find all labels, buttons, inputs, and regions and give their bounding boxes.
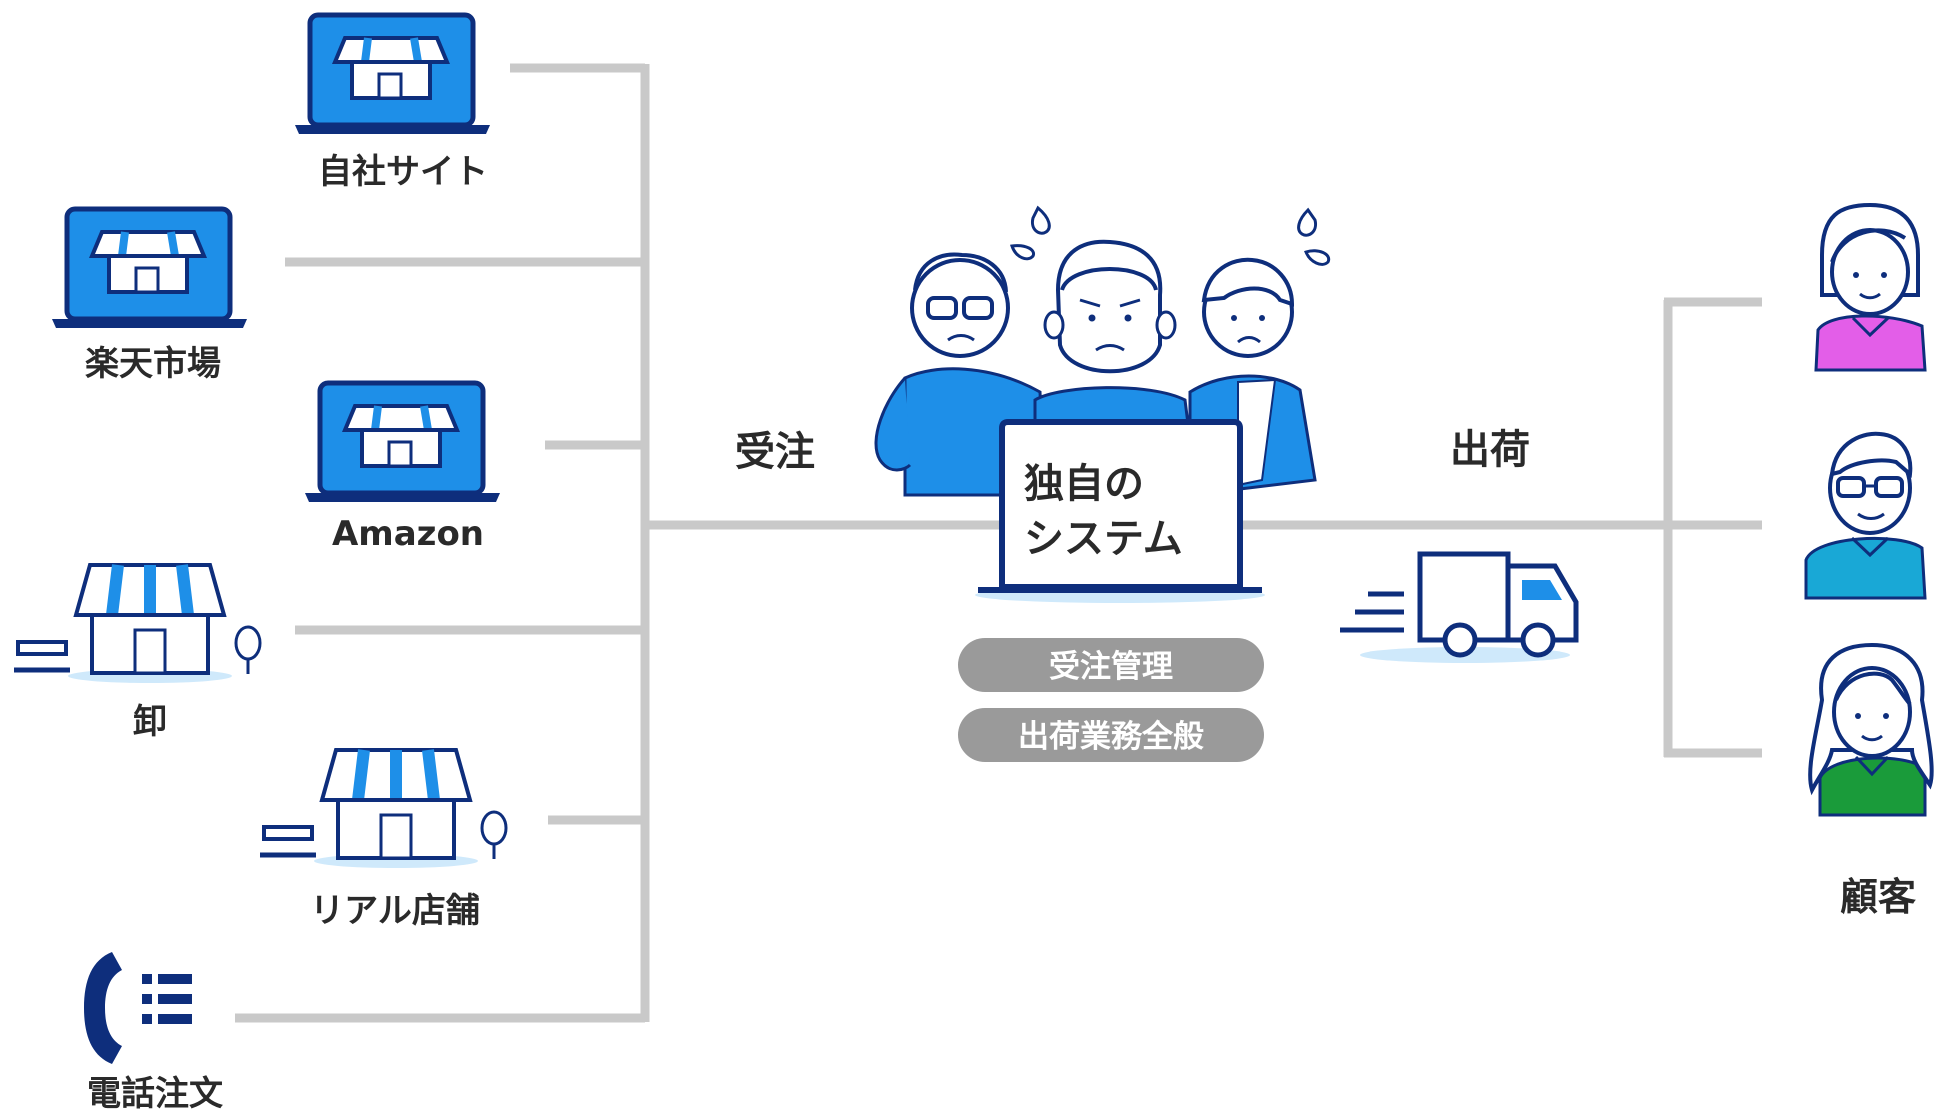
- channel-label-own-site: 自社サイト: [318, 152, 488, 192]
- shipping-operations-badge-label: 出荷業務全般: [1018, 719, 1204, 755]
- channel-label-amazon: Amazon: [332, 514, 484, 554]
- channel-label-rakuten: 楽天市場: [85, 344, 221, 384]
- channel-connector-lines: [235, 63, 1762, 1023]
- shipping-operations-badge: [958, 708, 1264, 762]
- customers-label: 顧客: [1840, 875, 1916, 919]
- store-icon: [260, 748, 508, 868]
- customer-icon: [1814, 202, 1927, 372]
- laptop-store-icon: [305, 380, 500, 502]
- channel-label-real-store: リアル店舗: [310, 891, 480, 931]
- truck-icon: [1340, 551, 1579, 663]
- channel-label-phone-order: 電話注文: [87, 1074, 223, 1113]
- system-screen-line2: システム: [1024, 516, 1183, 562]
- order-management-badge-label: 受注管理: [1049, 649, 1173, 685]
- phone-icon: [84, 952, 192, 1064]
- store-icon: [14, 563, 262, 683]
- system-screen-line1: 独自の: [1024, 461, 1144, 507]
- order-management-badge: [958, 638, 1264, 692]
- order-received-label: 受注: [735, 429, 815, 475]
- system-laptop: [975, 419, 1265, 603]
- customer-icon: [1804, 431, 1927, 600]
- customer-icon: [1808, 642, 1934, 817]
- shipping-label: 出荷: [1450, 427, 1530, 473]
- channel-label-wholesale: 卸: [133, 702, 167, 742]
- laptop-store-icon: [295, 12, 490, 134]
- laptop-store-icon: [52, 206, 247, 328]
